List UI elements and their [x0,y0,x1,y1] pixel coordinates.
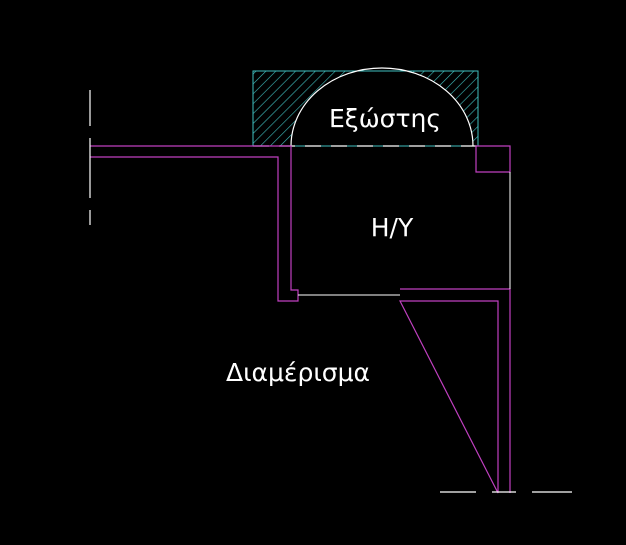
wall-right-top [475,145,511,173]
label-exostis: Εξώστης [329,104,441,133]
thin-lines [298,172,511,296]
walls [90,145,511,494]
balcony-hatch [253,71,478,146]
label-hy: Η/Υ [371,213,414,242]
break-lines [89,90,572,493]
label-diamerisma: Διαμέρισμα [226,358,370,387]
balcony-area [252,67,479,147]
balcony-arc [290,67,474,147]
wall-left-upper [90,145,299,302]
wall-right-lower [399,288,511,494]
